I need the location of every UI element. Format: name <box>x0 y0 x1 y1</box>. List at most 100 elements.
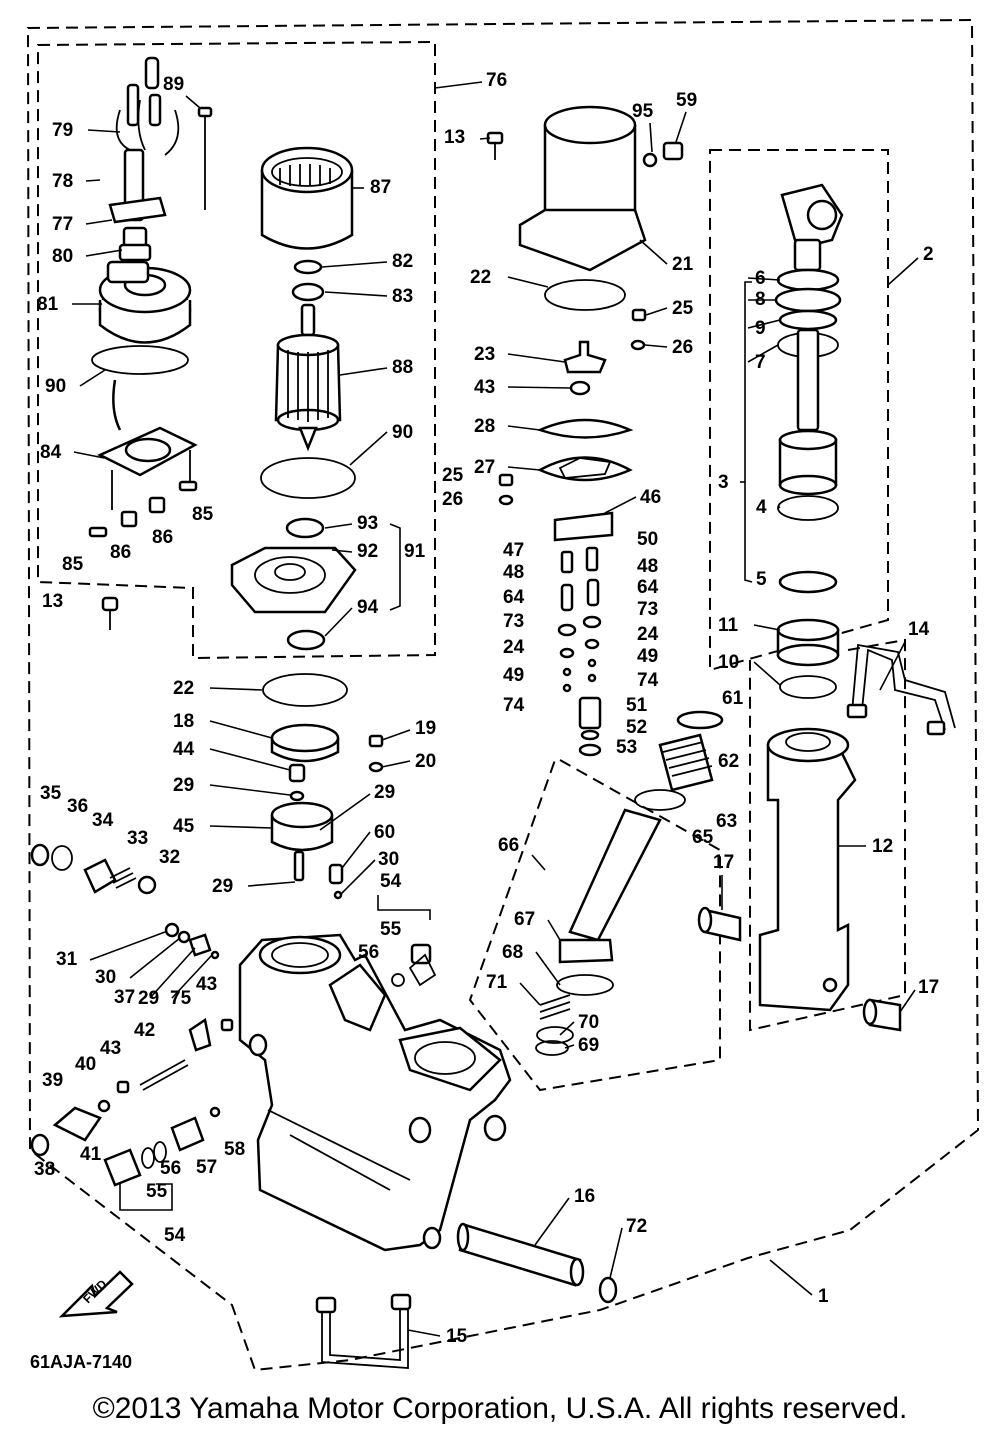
motor-yoke <box>260 146 354 250</box>
callout-75: 75 <box>170 988 192 1009</box>
callout-80: 80 <box>52 246 73 267</box>
callout-86: 86 <box>152 527 173 548</box>
callout-89: 89 <box>163 74 184 95</box>
callout-52: 52 <box>626 717 647 738</box>
reservoir-assembly-boundary <box>468 759 721 1092</box>
callout-9: 9 <box>755 318 766 339</box>
callout-90: 90 <box>392 422 413 443</box>
callout-13: 13 <box>42 591 63 612</box>
callout-67: 67 <box>514 909 535 930</box>
leader-lines <box>72 95 916 1337</box>
callout-14: 14 <box>908 619 930 640</box>
callout-41: 41 <box>80 1144 102 1165</box>
motor-end-cap <box>91 260 192 375</box>
callout-29: 29 <box>173 775 194 796</box>
callout-11: 11 <box>718 615 739 636</box>
callout-3: 3 <box>718 472 729 493</box>
check-valve-parts <box>535 710 724 1056</box>
callout-57: 57 <box>196 1157 217 1178</box>
callout-76: 76 <box>486 70 507 91</box>
callout-64: 64 <box>637 577 659 598</box>
bolt-13-lower <box>101 596 119 630</box>
callout-12: 12 <box>872 836 893 857</box>
callout-56: 56 <box>358 942 379 963</box>
callout-55: 55 <box>146 1181 168 1202</box>
assembly-boundary <box>26 18 980 1372</box>
callout-73: 73 <box>503 611 524 632</box>
callout-88: 88 <box>392 357 413 378</box>
callout-50: 50 <box>637 529 658 550</box>
callout-95: 95 <box>632 101 654 122</box>
motor-brush-holder <box>108 56 180 262</box>
callout-84: 84 <box>40 442 62 463</box>
callout-5: 5 <box>756 569 767 590</box>
callout-82: 82 <box>392 251 413 272</box>
callout-38: 38 <box>34 1159 55 1180</box>
callout-26: 26 <box>672 337 693 358</box>
bushing-17 <box>697 906 902 1032</box>
callout-61: 61 <box>722 688 744 709</box>
callout-28: 28 <box>474 416 495 437</box>
callout-37: 37 <box>114 987 135 1008</box>
callout-66: 66 <box>498 835 519 856</box>
callout-24: 24 <box>637 624 659 645</box>
callout-21: 21 <box>672 254 694 275</box>
callout-74: 74 <box>637 670 659 691</box>
callout-65: 65 <box>692 827 714 848</box>
callout-17: 17 <box>918 977 939 998</box>
callout-30: 30 <box>378 849 399 870</box>
callout-30: 30 <box>95 967 116 988</box>
callout-51: 51 <box>626 695 648 716</box>
callout-55: 55 <box>380 919 402 940</box>
pump-cover-parts <box>498 308 647 542</box>
callout-83: 83 <box>392 286 413 307</box>
callout-18: 18 <box>173 711 194 732</box>
callout-7: 7 <box>755 352 766 373</box>
callout-36: 36 <box>67 796 88 817</box>
cylinder-assembly-boundary <box>709 149 889 672</box>
callout-24: 24 <box>503 637 525 658</box>
pipe-15 <box>315 1293 412 1369</box>
callout-44: 44 <box>173 739 195 760</box>
callout-54: 54 <box>164 1225 186 1246</box>
callout-35: 35 <box>40 783 62 804</box>
callout-16: 16 <box>574 1186 595 1207</box>
callout-29: 29 <box>138 988 159 1009</box>
callout-72: 72 <box>626 1216 647 1237</box>
callout-79: 79 <box>52 120 73 141</box>
callout-68: 68 <box>502 942 523 963</box>
callout-49: 49 <box>503 665 524 686</box>
cylinder-cap <box>776 618 840 699</box>
callout-92: 92 <box>357 541 378 562</box>
motor-armature <box>260 259 356 499</box>
callout-91: 91 <box>404 541 426 562</box>
callout-77: 77 <box>52 214 73 235</box>
callout-64: 64 <box>503 587 525 608</box>
tilt-cylinder-body <box>758 727 857 1012</box>
callout-56: 56 <box>160 1158 181 1179</box>
callout-47: 47 <box>503 540 524 561</box>
callout-43: 43 <box>100 1038 121 1059</box>
callout-42: 42 <box>134 1020 155 1041</box>
callout-25: 25 <box>672 298 694 319</box>
callout-87: 87 <box>370 177 391 198</box>
callout-69: 69 <box>578 1035 599 1056</box>
manual-valve-parts <box>30 843 437 1187</box>
callout-49: 49 <box>637 646 658 667</box>
motor-bracket <box>230 517 357 651</box>
callout-43: 43 <box>196 974 217 995</box>
callout-23: 23 <box>474 344 495 365</box>
callout-93: 93 <box>357 513 378 534</box>
callout-labels: 8979787780819084858686851387828388909392… <box>34 70 939 1347</box>
callout-90: 90 <box>45 376 66 397</box>
callout-58: 58 <box>224 1139 245 1160</box>
callout-17: 17 <box>713 852 734 873</box>
callout-15: 15 <box>446 1326 468 1347</box>
callout-19: 19 <box>415 718 436 739</box>
callout-62: 62 <box>718 751 739 772</box>
callout-71: 71 <box>486 972 508 993</box>
motor-brush-plate <box>88 379 198 538</box>
callout-46: 46 <box>640 487 661 508</box>
fwd-arrow-icon: FWD <box>58 1270 134 1318</box>
